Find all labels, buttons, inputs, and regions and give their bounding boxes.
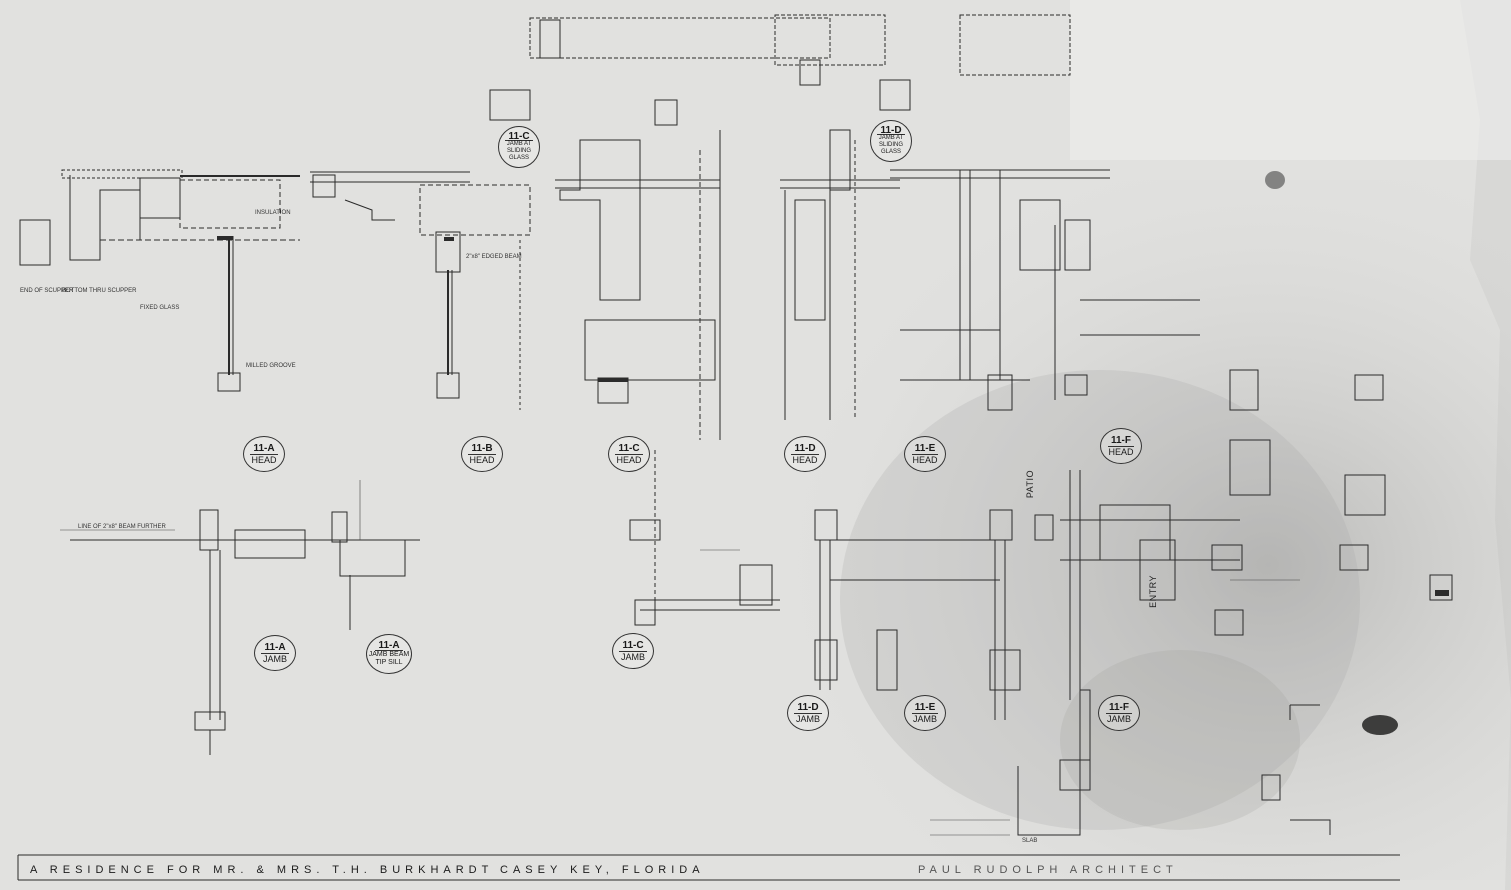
- detail-number: 11-B: [468, 443, 496, 455]
- detail-bubble-11f-jamb: 11-F JAMB: [1098, 695, 1140, 731]
- detail-number: 11-D: [794, 702, 822, 714]
- detail-name: JAMB BEAM TIP SILL: [368, 650, 410, 666]
- detail-bubble-11c-head: 11-C HEAD: [608, 436, 650, 472]
- detail-number: 11-C: [615, 443, 643, 455]
- detail-name: HEAD: [792, 454, 818, 465]
- detail-number: 11-F: [1107, 435, 1134, 447]
- detail-bubble-11a-jamb-beam-tip-sill: 11-A JAMB BEAM TIP SILL: [366, 634, 412, 674]
- detail-number: 11-C: [619, 640, 647, 652]
- detail-bubble-11c-jamb-sliding-glass: 11-C JAMB AT SLIDING GLASS: [498, 126, 540, 168]
- detail-number: 11-E: [911, 702, 939, 714]
- note-slab: SLAB: [1022, 838, 1038, 844]
- detail-number: 11-A: [250, 443, 278, 455]
- detail-name: JAMB: [1106, 713, 1131, 724]
- note-line-of-beam: LINE OF 2"x8" BEAM FURTHER: [78, 524, 166, 530]
- detail-bubble-11d-jamb: 11-D JAMB: [787, 695, 829, 731]
- detail-name: JAMB: [795, 713, 820, 724]
- detail-number: 11-C: [505, 131, 533, 141]
- note-insulation: INSULATION: [255, 210, 291, 216]
- note-bottom-thru-scupper: BOTTOM THRU SCUPPER: [62, 288, 137, 294]
- detail-number: 11-E: [911, 443, 939, 455]
- detail-bubble-11a-head: 11-A HEAD: [243, 436, 285, 472]
- detail-name: JAMB: [912, 713, 937, 724]
- detail-bubble-11d-head: 11-D HEAD: [784, 436, 826, 472]
- detail-name: HEAD: [251, 454, 277, 465]
- entry-label: ENTRY: [1148, 575, 1158, 608]
- detail-bubble-11a-jamb: 11-A JAMB: [254, 635, 296, 671]
- title-block: A RESIDENCE FOR MR. & MRS. T.H. BURKHARD…: [18, 858, 1398, 882]
- title-location: CASEY KEY, FLORIDA: [500, 864, 705, 876]
- detail-bubble-11f-head: 11-F HEAD: [1100, 428, 1142, 464]
- patio-label: PATIO: [1025, 470, 1035, 499]
- detail-bubble-11e-head: 11-E HEAD: [904, 436, 946, 472]
- detail-number: 11-F: [1105, 702, 1132, 714]
- detail-bubble-11d-jamb-sliding-glass: 11-D JAMB AT SLIDING GLASS: [870, 120, 912, 162]
- detail-name: HEAD: [469, 454, 495, 465]
- detail-name: JAMB: [262, 653, 287, 664]
- detail-bubble-11c-jamb: 11-C JAMB: [612, 633, 654, 669]
- detail-number: 11-D: [791, 443, 819, 455]
- detail-name: HEAD: [616, 454, 642, 465]
- detail-bubble-11b-head: 11-B HEAD: [461, 436, 503, 472]
- detail-name: JAMB AT SLIDING GLASS: [506, 140, 532, 161]
- title-residence: A RESIDENCE FOR MR. & MRS. T.H. BURKHARD…: [30, 864, 494, 876]
- detail-name: JAMB AT SLIDING GLASS: [878, 134, 904, 155]
- note-fixed-glass: FIXED GLASS: [140, 305, 180, 311]
- detail-name: HEAD: [912, 454, 938, 465]
- detail-bubble-11e-jamb: 11-E JAMB: [904, 695, 946, 731]
- title-architect: PAUL RUDOLPH ARCHITECT: [918, 864, 1178, 876]
- detail-name: JAMB: [620, 651, 645, 662]
- detail-number: 11-A: [375, 640, 403, 651]
- note-milled-groove: MILLED GROOVE: [246, 363, 296, 369]
- note-edged-beam: 2"x8" EDGED BEAM: [466, 254, 522, 260]
- detail-number: 11-D: [877, 125, 905, 135]
- detail-number: 11-A: [261, 642, 289, 654]
- detail-name: HEAD: [1108, 446, 1134, 457]
- note-end-of-scupper: END OF SCUPPER: [20, 288, 74, 294]
